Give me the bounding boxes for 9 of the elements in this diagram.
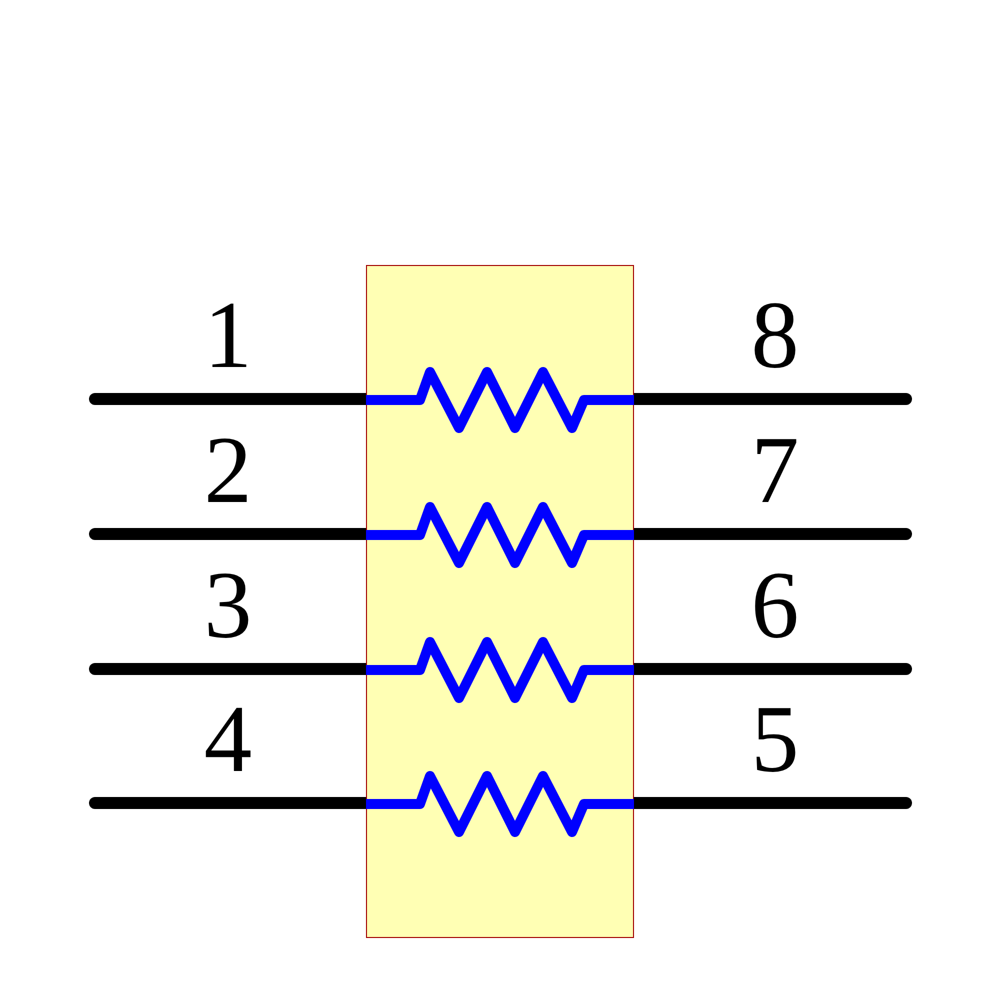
pin-number: 7 xyxy=(751,422,799,518)
pin-number: 3 xyxy=(204,557,252,653)
pin-number: 4 xyxy=(204,691,252,787)
pin-number: 8 xyxy=(751,287,799,383)
pin-number: 6 xyxy=(751,557,799,653)
pin-number: 1 xyxy=(204,287,252,383)
pin-number: 2 xyxy=(204,422,252,518)
component-body xyxy=(366,265,634,938)
pin-number: 5 xyxy=(751,691,799,787)
